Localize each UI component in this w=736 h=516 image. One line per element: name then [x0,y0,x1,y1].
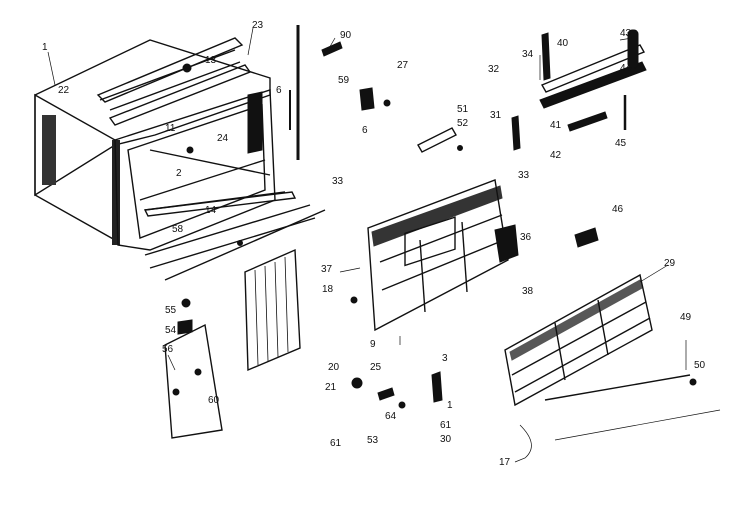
callout: 50 [694,360,706,371]
callout: 6 [276,85,282,96]
bottom-rods [144,204,326,281]
callout: 37 [321,264,333,275]
callout: 49 [680,312,692,323]
callout: 58 [172,224,184,235]
vertical-rod [289,25,300,160]
callout: 11 [165,123,176,134]
callout: 64 [385,411,397,422]
callout: 32 [488,64,500,75]
screw-parts [321,41,463,153]
callout: 21 [325,382,337,393]
callout: 22 [58,85,70,96]
top-right-parts [511,29,647,151]
callout: 9 [370,339,376,350]
callout: 59 [338,75,350,86]
callout: 30 [440,434,452,445]
callout: 45 [615,138,627,149]
callout: 42 [550,150,562,161]
cabinet-housing [34,39,286,251]
callout: 24 [217,133,229,144]
front-grille-frame [350,179,519,332]
callout: 44 [620,63,632,74]
callout: 61 [440,420,452,431]
callout: 41 [550,120,562,131]
left-bracket [164,298,223,439]
callout: 25 [370,362,382,373]
callout: 61 [330,438,342,449]
callout: 34 [522,49,534,60]
callout: 18 [322,284,334,295]
callout: 36 [520,232,532,243]
callout: 2 [176,168,182,179]
callout: 90 [340,30,352,41]
callout: 33 [332,176,344,187]
callout: 51 [457,104,469,115]
callout: 29 [664,258,676,269]
callout: 17 [499,457,511,468]
callout-labels: 1 22 23 13 11 6 24 2 14 58 90 59 6 27 51… [42,20,706,468]
callout: 46 [612,204,624,215]
callout: 40 [557,38,569,49]
leader-lines [47,27,687,371]
callout: 6 [362,125,368,136]
side-curtain-panel [244,248,301,372]
callout: 60 [208,395,220,406]
callout: 38 [522,286,534,297]
top-rail-parts [96,37,297,217]
callout: 1 [447,400,453,411]
callout: 27 [397,60,409,71]
callout: 55 [165,305,177,316]
callout: 56 [162,344,174,355]
right-front-grille [504,227,653,407]
callout: 1 [42,42,48,53]
bottom-right-parts [351,371,721,463]
callout: 31 [490,110,502,121]
callout: 53 [367,435,379,446]
callout: 20 [328,362,340,373]
callout: 54 [165,325,177,336]
callout: 3 [442,353,448,364]
callout: 14 [205,205,217,216]
callout: 43 [620,28,632,39]
callout: 52 [457,118,469,129]
callout: 23 [252,20,264,31]
callout: 13 [205,55,217,66]
callout: 33 [518,170,530,181]
